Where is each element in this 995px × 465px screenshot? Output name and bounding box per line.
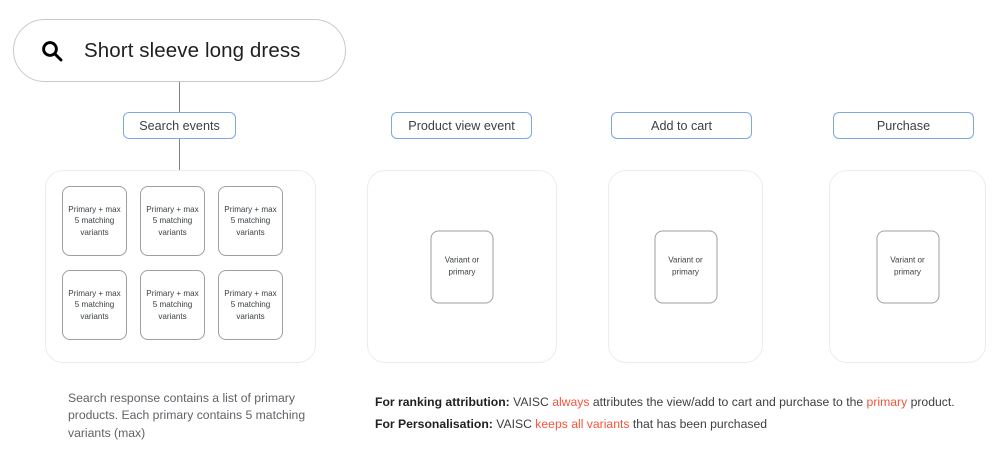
primary-product-card: Primary + max 5 matching variants (218, 270, 283, 340)
attribution-captions: For ranking attribution: VAISC always at… (375, 392, 990, 435)
primary-product-card: Primary + max 5 matching variants (140, 186, 205, 256)
stage-label-add-to-cart[interactable]: Add to cart (611, 112, 752, 139)
search-query-text: Short sleeve long dress (84, 38, 301, 62)
personalisation-text-part2: that has been purchased (629, 416, 768, 431)
primary-product-card: Primary + max 5 matching variants (62, 186, 127, 256)
personalisation-label: For Personalisation: (375, 416, 493, 431)
ranking-text-part3: product. (907, 395, 955, 409)
purchase-panel: Variant or primary (829, 170, 986, 363)
personalisation-text-part1: VAISC (492, 416, 536, 431)
ranking-highlight-primary: primary (866, 395, 908, 409)
add-to-cart-panel: Variant or primary (608, 170, 763, 363)
connector-line-bottom (179, 139, 181, 170)
personalisation-line: For Personalisation: VAISC keeps all var… (375, 414, 990, 436)
primary-product-card: Primary + max 5 matching variants (140, 270, 205, 340)
primary-product-card: Primary + max 5 matching variants (62, 270, 127, 340)
search-bar[interactable]: Short sleeve long dress (13, 19, 346, 82)
variant-or-primary-card: Variant or primary (430, 230, 494, 303)
search-icon (42, 40, 63, 61)
stage-label-search-events[interactable]: Search events (123, 112, 236, 139)
stage-label-purchase[interactable]: Purchase (833, 112, 974, 139)
variant-or-primary-card: Variant or primary (654, 230, 717, 303)
ranking-attribution-label: For ranking attribution: (375, 395, 510, 409)
personalisation-highlight-variants: keeps all variants (535, 416, 630, 431)
ranking-text-part1: VAISC (509, 395, 553, 409)
stage-label-product-view-event[interactable]: Product view event (391, 112, 532, 139)
primary-product-card: Primary + max 5 matching variants (218, 186, 283, 256)
ranking-attribution-line: For ranking attribution: VAISC always at… (375, 392, 990, 414)
ranking-text-part2: attributes the view/add to cart and purc… (589, 395, 867, 409)
ranking-highlight-always: always (552, 395, 590, 409)
primary-products-grid: Primary + max 5 matching variants Primar… (62, 186, 302, 340)
search-results-panel: Primary + max 5 matching variants Primar… (45, 170, 316, 363)
search-response-caption: Search response contains a list of prima… (68, 391, 306, 440)
variant-or-primary-card: Variant or primary (876, 230, 939, 303)
product-view-panel: Variant or primary (367, 170, 557, 363)
connector-line-top (179, 82, 181, 112)
